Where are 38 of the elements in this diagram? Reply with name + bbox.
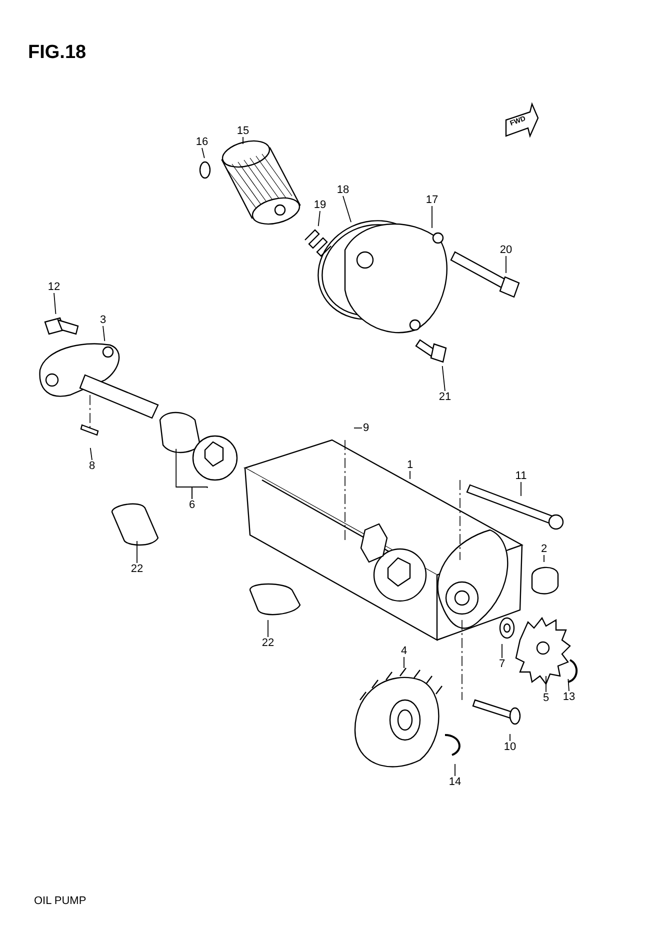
callout-number: 17 <box>424 194 440 206</box>
callout-number: 18 <box>336 184 350 196</box>
callout-number: 13 <box>562 691 576 703</box>
callout-number: 11 <box>514 470 528 482</box>
leader-line <box>90 448 92 460</box>
callout-number: 15 <box>236 125 250 137</box>
leader-line <box>242 136 244 144</box>
callout-number: 22 <box>260 637 276 649</box>
leader-line <box>136 540 138 564</box>
callout-number: 16 <box>194 136 210 148</box>
callout-number: 9 <box>362 422 370 434</box>
leader-line <box>342 196 352 223</box>
callout-number: 7 <box>498 658 506 670</box>
diagram-caption: OIL PUMP <box>34 895 86 907</box>
callout-number: 10 <box>502 741 518 753</box>
leader-line <box>568 678 570 692</box>
callout-number: 6 <box>188 499 196 511</box>
callout-number: 20 <box>498 244 514 256</box>
leader-line <box>202 148 205 158</box>
callout-number: 21 <box>438 391 452 403</box>
callout-number: 8 <box>88 460 96 472</box>
callout-number: 2 <box>540 543 548 555</box>
callout-number: 12 <box>46 281 62 293</box>
callout-number: 19 <box>312 199 328 211</box>
callout-number: 22 <box>130 563 144 575</box>
leader-line <box>520 482 522 496</box>
callout-number: 3 <box>98 314 108 326</box>
figure-title: FIG.18 <box>28 42 86 64</box>
callout-number: 5 <box>542 692 550 704</box>
leader-line <box>318 210 320 226</box>
leader-line <box>192 486 208 500</box>
callout-number: 14 <box>448 776 462 788</box>
leader-line <box>54 292 56 314</box>
callout-number: 1 <box>406 459 414 471</box>
leader-line <box>442 366 446 392</box>
leader-line <box>454 764 456 776</box>
callout-number: 4 <box>400 645 408 657</box>
leader-line <box>102 326 106 342</box>
